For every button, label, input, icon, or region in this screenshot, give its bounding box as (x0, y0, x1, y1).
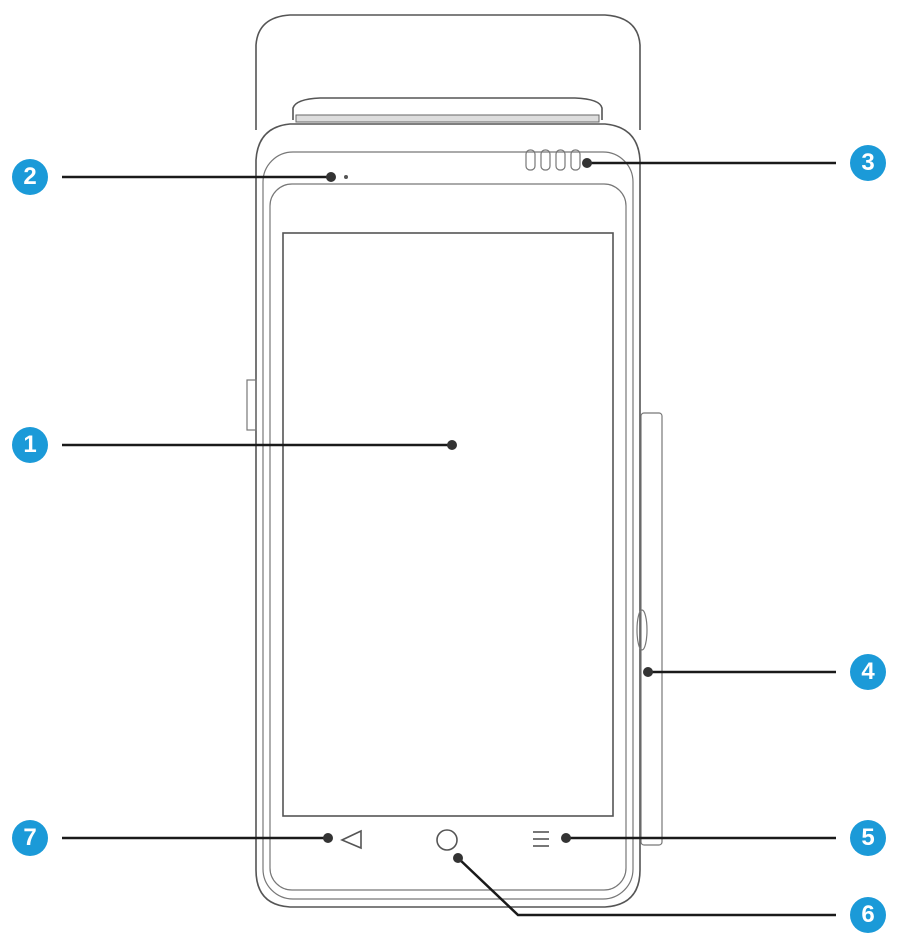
sensor-icon (344, 175, 348, 179)
callout-4: 4 (850, 654, 886, 690)
back-key-icon[interactable] (340, 829, 362, 850)
side-handle (640, 412, 663, 846)
leader-lines (62, 158, 836, 917)
callout-1: 1 (12, 427, 48, 463)
callout-7: 7 (12, 820, 48, 856)
callout-6: 6 (850, 897, 886, 933)
home-key-icon[interactable] (436, 829, 458, 851)
callout-2: 2 (12, 159, 48, 195)
printer-top (255, 14, 641, 130)
indicator-lights (525, 149, 581, 171)
menu-key-icon[interactable] (533, 831, 549, 847)
callout-3: 3 (850, 145, 886, 181)
device-body (246, 123, 663, 908)
side-button (246, 379, 257, 431)
callout-5: 5 (850, 820, 886, 856)
screen (282, 232, 614, 817)
